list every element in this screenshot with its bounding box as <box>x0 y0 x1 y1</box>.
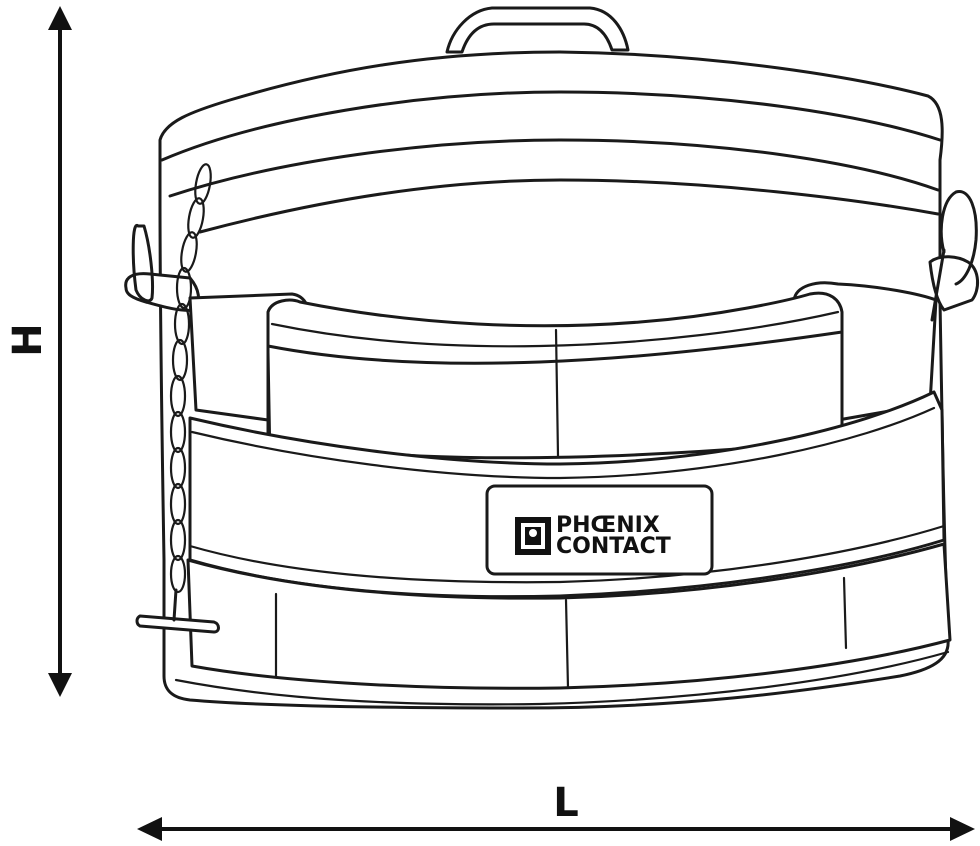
length-label: L <box>553 780 579 826</box>
length-dimension: L <box>137 780 975 841</box>
t-bar-stem <box>172 588 178 622</box>
pocket-left-seam <box>266 328 272 442</box>
length-arrow-right-head <box>950 817 975 841</box>
front-pocket-divider <box>554 328 560 458</box>
lower-band-divider-2 <box>564 598 570 690</box>
length-arrow-left-head <box>137 817 162 841</box>
lower-band-divider-3 <box>842 576 848 650</box>
tool-bag: PHŒNIX CONTACT <box>124 6 979 710</box>
left-hook <box>131 224 154 303</box>
inner-back-wall <box>198 178 940 234</box>
logo-line-1: PHŒNIX <box>556 513 660 538</box>
height-arrow-top-head <box>48 6 72 30</box>
top-handle <box>445 6 630 54</box>
height-label: H <box>5 323 51 356</box>
chain <box>169 163 212 594</box>
height-arrow-bottom-head <box>48 673 72 697</box>
t-bar-pin <box>135 614 220 634</box>
front-pocket-rim-inner <box>270 310 840 348</box>
middle-band-bottom-stitch <box>188 524 946 584</box>
right-strap <box>930 248 946 322</box>
logo-line-2: CONTACT <box>556 534 671 559</box>
upper-rim-lower-edge <box>168 138 940 198</box>
front-pocket-rim <box>266 330 844 365</box>
middle-band-top-stitch <box>190 406 936 480</box>
brand-logo-plate: PHŒNIX CONTACT <box>485 484 714 576</box>
logo-mark-icon <box>515 517 551 555</box>
height-dimension: H <box>5 6 72 697</box>
right-d-ring <box>939 190 978 286</box>
upper-rim-band <box>160 90 942 162</box>
lower-band-bottom-edge <box>174 650 950 706</box>
lower-band <box>186 542 952 690</box>
